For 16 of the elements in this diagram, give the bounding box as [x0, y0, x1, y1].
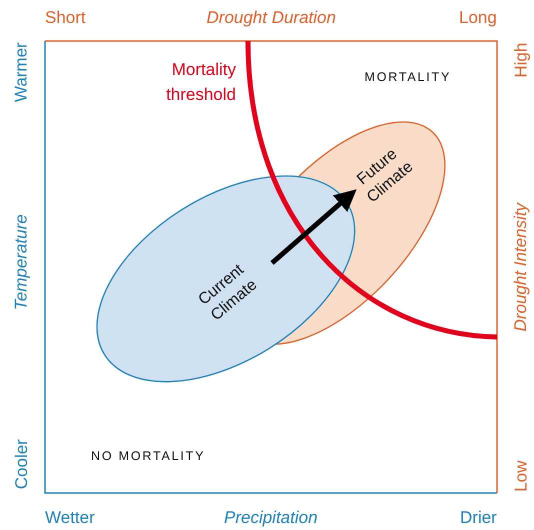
- shift-arrow: [270, 189, 357, 265]
- threshold-label: Mortality threshold: [165, 59, 236, 106]
- axis-end-label: Short: [45, 8, 86, 28]
- axis-end-label: Wetter: [45, 508, 95, 528]
- region-label: NO MORTALITY: [91, 448, 206, 464]
- axis-title: Drought Intensity: [510, 202, 531, 332]
- axis-end-label: High: [510, 42, 531, 78]
- axis-title: Precipitation: [224, 508, 318, 528]
- region-label: MORTALITY: [364, 70, 452, 84]
- axis-end-label: Warmer: [12, 42, 32, 102]
- axis-end-label: Low: [510, 460, 531, 492]
- axis-title: Temperature: [12, 214, 32, 310]
- axis-end-label: Cooler: [12, 439, 32, 490]
- axis-title: Drought Duration: [206, 8, 336, 28]
- axis-end-label: Drier: [460, 508, 497, 528]
- axis-end-label: Long: [459, 8, 497, 28]
